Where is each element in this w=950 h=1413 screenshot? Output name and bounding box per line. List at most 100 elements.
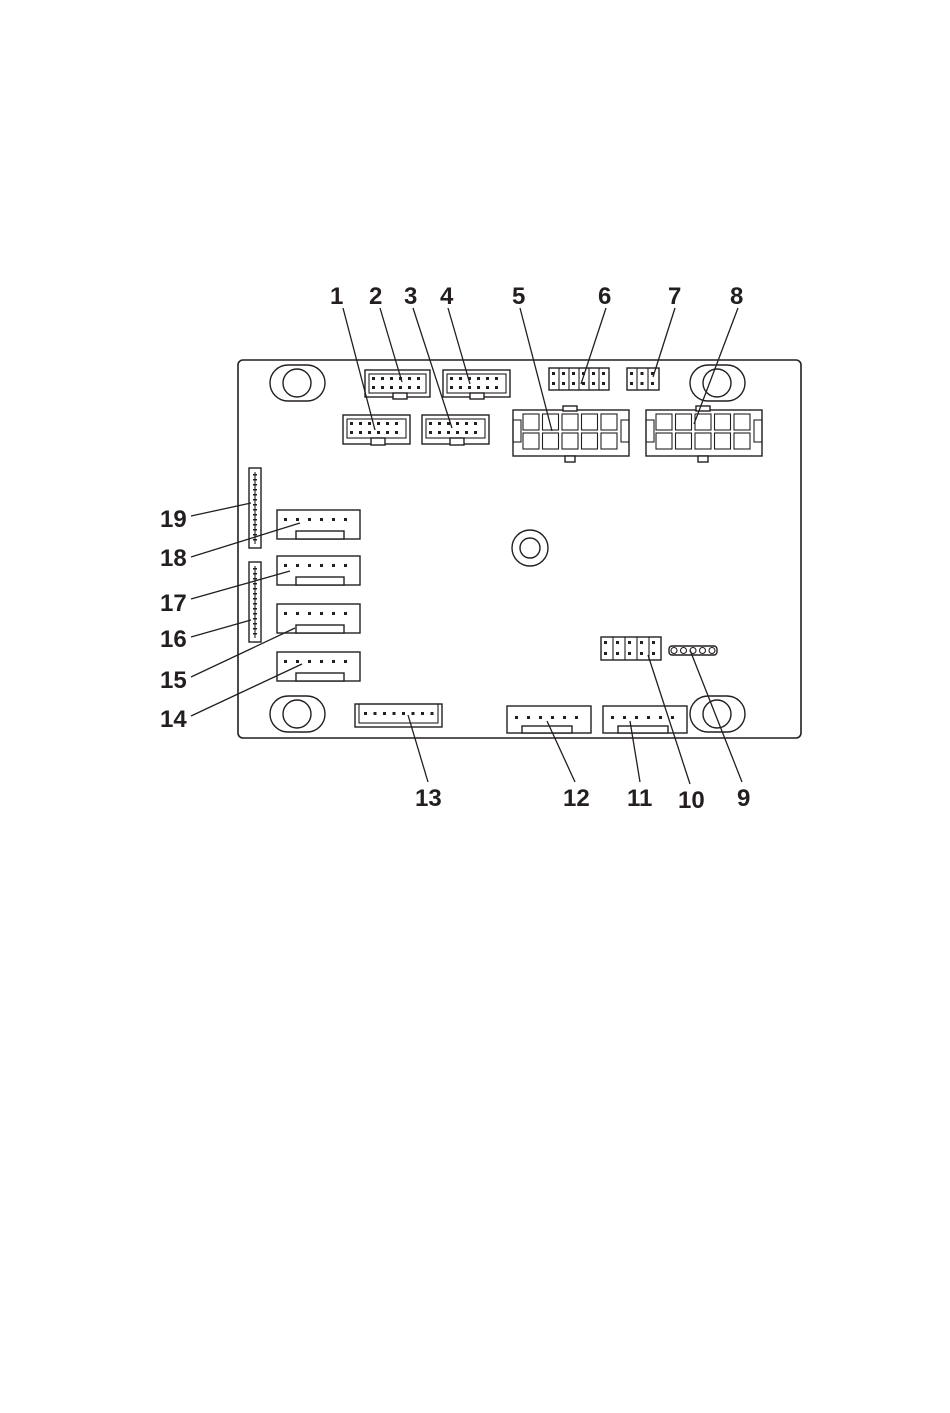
pin-dot (332, 612, 335, 615)
connector-3 (422, 415, 489, 445)
callout-4: 4 (440, 283, 454, 310)
pin-dot (377, 431, 380, 434)
pin-dot (253, 509, 257, 511)
pin-dot (651, 382, 654, 385)
pin-dot (562, 372, 565, 375)
pin-dot (640, 641, 643, 644)
pin-dot (374, 712, 377, 715)
pin-dot (456, 422, 459, 425)
connector-15 (277, 604, 360, 633)
pin-dot (253, 588, 257, 590)
mounting-hole-top-left (270, 365, 325, 401)
pin-dot (372, 386, 375, 389)
pin-dot (253, 479, 257, 481)
pin-dot (253, 474, 257, 476)
pin-dot (602, 372, 605, 375)
callout-1: 1 (330, 283, 343, 310)
pin-dot (253, 623, 257, 625)
mounting-hole-bottom-left (270, 696, 325, 732)
pin-dot (616, 652, 619, 655)
callout-18: 18 (160, 545, 187, 572)
pin-dot (495, 386, 498, 389)
pin-dot (253, 573, 257, 575)
connector-10 (601, 637, 661, 660)
pin-dot (284, 660, 287, 663)
pin-dot (383, 712, 386, 715)
pin-dot (253, 628, 257, 630)
pin-dot (253, 613, 257, 615)
pin-dot (253, 539, 257, 541)
connector-1 (343, 415, 410, 445)
pin-dot (477, 386, 480, 389)
pin-dot (552, 372, 555, 375)
pin-dot (515, 716, 518, 719)
pin-dot (412, 712, 415, 715)
pin-dot (381, 377, 384, 380)
pin-dot (386, 422, 389, 425)
pin-dot (395, 422, 398, 425)
pin-dot (604, 641, 607, 644)
pin-dot (284, 612, 287, 615)
pin-dot (308, 612, 311, 615)
pin-dot (456, 431, 459, 434)
callout-11: 11 (627, 785, 652, 812)
callout-5: 5 (512, 283, 525, 310)
pin-dot (284, 564, 287, 567)
connector-12 (507, 706, 591, 733)
pin-dot (640, 652, 643, 655)
connector-6 (549, 368, 609, 390)
pin-dot (450, 386, 453, 389)
callout-6: 6 (598, 283, 611, 310)
mounting-hole-center (512, 530, 548, 566)
pin-dot (562, 382, 565, 385)
pin-dot (253, 578, 257, 580)
callout-9: 9 (737, 785, 750, 812)
pin-dot (431, 712, 434, 715)
pin-dot (320, 660, 323, 663)
pin-dot (477, 377, 480, 380)
pin-dot (459, 386, 462, 389)
mounting-hole-bottom-right (690, 696, 745, 732)
pin-dot (386, 431, 389, 434)
pin-dot (628, 641, 631, 644)
pin-dot (253, 489, 257, 491)
pin-dot (372, 377, 375, 380)
pin-dot (308, 660, 311, 663)
callout-10: 10 (678, 787, 705, 814)
pin-dot (572, 372, 575, 375)
pin-dot (296, 612, 299, 615)
pin-dot (296, 518, 299, 521)
connector-13 (355, 704, 442, 727)
pin-dot (253, 598, 257, 600)
pin-dot (253, 499, 257, 501)
pin-dot (344, 612, 347, 615)
pin-dot (611, 716, 614, 719)
pin-dot (296, 564, 299, 567)
pin-dot (253, 529, 257, 531)
pin-dot (438, 422, 441, 425)
pin-dot (377, 422, 380, 425)
pin-dot (429, 422, 432, 425)
pin-dot (465, 422, 468, 425)
pin-dot (438, 431, 441, 434)
pin-dot (253, 514, 257, 516)
pin-dot (563, 716, 566, 719)
callout-2: 2 (369, 283, 382, 310)
pin-dot (368, 422, 371, 425)
pin-dot (344, 518, 347, 521)
pin-dot (308, 518, 311, 521)
pin-dot (320, 518, 323, 521)
pin-dot (359, 422, 362, 425)
pin-dot (253, 484, 257, 486)
pin-dot (486, 386, 489, 389)
pin-dot (582, 382, 585, 385)
pin-dot (253, 618, 257, 620)
pin-dot (395, 431, 398, 434)
pin-dot (320, 564, 323, 567)
pin-dot (551, 716, 554, 719)
callout-12: 12 (563, 785, 590, 812)
pin-dot (417, 377, 420, 380)
pin-dot (350, 431, 353, 434)
pin-dot (616, 641, 619, 644)
